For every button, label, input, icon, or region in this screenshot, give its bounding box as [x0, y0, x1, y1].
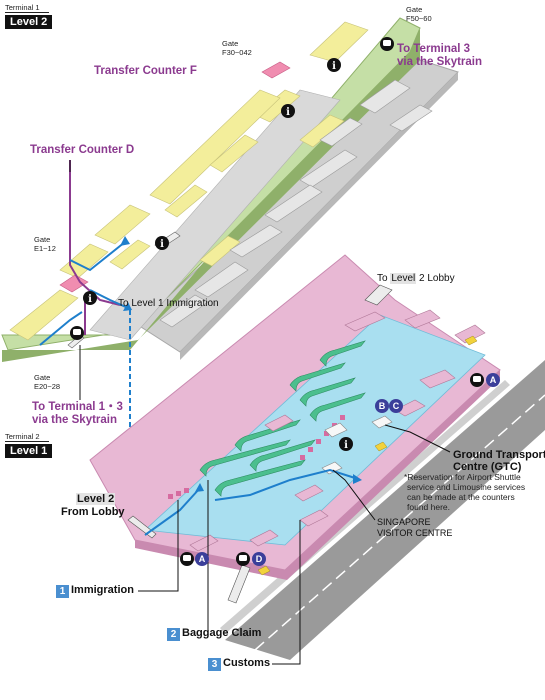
svg-text:i: i	[332, 61, 336, 72]
bus-stop-d: D	[256, 554, 263, 564]
baggage-belts	[199, 340, 366, 497]
bus-stop-b: B	[379, 401, 386, 411]
gtc-note-line2: service and Limousine services	[407, 482, 526, 492]
level1-level-badge: Level 1	[5, 444, 53, 458]
visitor-centre-line1: SINGAPORE	[377, 517, 431, 527]
level2-terminal-label: Terminal 1	[5, 3, 49, 13]
level2-corridor	[89, 89, 341, 341]
bus-icons	[180, 373, 484, 566]
from-lobby-line1: Level 2	[76, 493, 116, 505]
gtc-line2: Centre (GTC)	[453, 461, 522, 473]
gtc-note-line1: *Reservation for Airport Shuttle	[404, 472, 521, 482]
level2-grey-blocks	[159, 79, 433, 328]
legend-number-1: 1	[56, 585, 69, 598]
gate-f30-range: F30~042	[222, 48, 252, 57]
to-terminal13-line1: To Terminal 1・3	[32, 401, 123, 413]
level1-terminal-label: Terminal 2	[5, 432, 49, 442]
info-icon-glyphs: i i i i i	[88, 61, 348, 451]
level1-floor	[144, 314, 486, 546]
svg-text:i: i	[88, 294, 92, 305]
bus-stop-a-left: A	[199, 554, 206, 564]
bus-stop-c: C	[393, 401, 400, 411]
gate-e20-range: E20~28	[34, 382, 61, 391]
level1-pink-blocks	[189, 309, 486, 552]
bus-stop-circles	[195, 373, 500, 566]
transfer-route-line	[69, 160, 121, 306]
level1-arrows	[144, 468, 356, 536]
visitor-centre-line2: VISITOR CENTRE	[377, 528, 453, 538]
to-level1-immigration-label: To Level 1 Immigration	[118, 298, 219, 309]
svg-text:i: i	[286, 107, 290, 118]
level2-arrows	[39, 241, 129, 346]
gtc-line1: Ground Transport	[453, 449, 545, 461]
transfer-counter-d-label: Transfer Counter D	[30, 144, 135, 156]
gate-e1-range: E1~12	[34, 244, 56, 253]
to-terminal13-line2: via the Skytrain	[32, 414, 118, 426]
from-lobby-line2: From Lobby	[61, 506, 125, 518]
gtc-note-line4: found here.	[407, 502, 451, 512]
gate-f50-range: F50~60	[406, 14, 432, 23]
transfer-counter-f-marker	[261, 61, 291, 79]
road-centre-line	[254, 394, 545, 651]
gate-e20-label: Gate	[34, 373, 51, 382]
legend-number-2: 2	[167, 628, 180, 641]
svg-text:i: i	[344, 440, 348, 451]
to-terminal3-line1: To Terminal 3	[397, 43, 471, 55]
gate-f30-label: Gate	[222, 39, 239, 48]
level2-grey-apron-bottom	[180, 72, 458, 360]
skytrain-icons	[70, 37, 394, 340]
to-terminal3-line2: via the Skytrain	[397, 56, 483, 68]
transfer-counter-f-label: Transfer Counter F	[94, 65, 197, 77]
info-icons	[83, 58, 353, 451]
legend-number-3: 3	[208, 658, 221, 671]
gate-e1-label: Gate	[34, 235, 51, 244]
bus-stop-a-right: A	[490, 375, 497, 385]
gtc-note-line3: can be made at the counters	[407, 492, 515, 502]
svg-text:i: i	[160, 239, 164, 250]
level2-level-badge: Level 2	[5, 15, 53, 29]
to-level2-lobby-label: To Level 2 Lobby	[377, 273, 455, 284]
road	[225, 360, 545, 660]
level2-shops	[9, 21, 369, 341]
gate-f50-label: Gate	[406, 5, 423, 14]
transfer-counter-d-marker	[59, 274, 89, 293]
yellow-markers	[257, 335, 478, 576]
